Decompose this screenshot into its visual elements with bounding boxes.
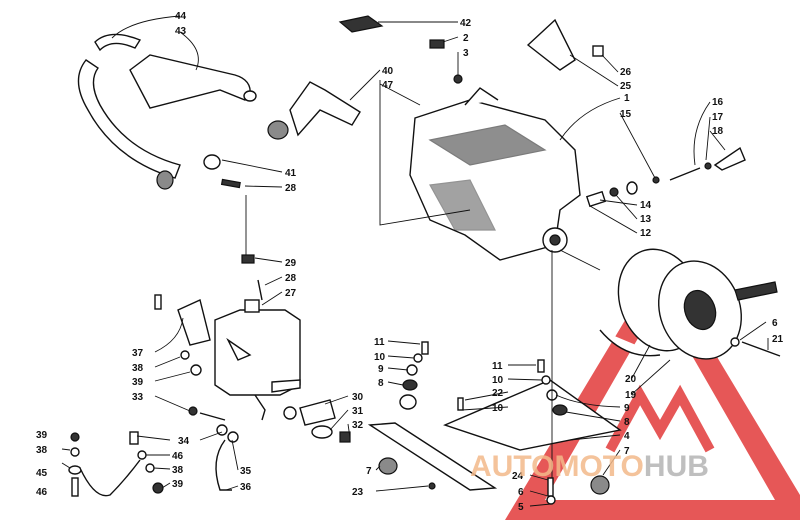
callout-36: 36 [240,482,252,493]
callout-28-b: 28 [285,273,297,284]
callout-45: 45 [36,468,48,479]
callout-18: 18 [712,126,724,137]
oil-line-fittings [188,399,351,491]
top-gaskets [338,15,463,84]
callout-5: 5 [518,502,524,513]
callout-40: 40 [382,66,394,77]
svg-text:AUTOMOTOHUB: AUTOMOTOHUB [470,450,709,483]
callout-labels: 44 43 42 2 3 26 25 1 15 16 17 18 40 47 4… [36,11,784,513]
callout-11: 11 [374,337,385,348]
callout-7-b: 7 [624,446,630,457]
callout-9-b: 9 [624,403,630,414]
callout-15: 15 [620,109,632,120]
callout-32: 32 [352,420,364,431]
recoil-starter [599,248,781,360]
callout-16: 16 [712,97,724,108]
watermark-logo [505,262,800,520]
callout-20: 20 [625,374,637,385]
callout-47: 47 [382,80,394,91]
callout-9: 9 [378,364,384,375]
callout-10: 10 [374,352,386,363]
callout-28: 28 [285,183,297,194]
callout-33: 33 [132,392,144,403]
callout-44: 44 [175,11,187,22]
callout-27: 27 [285,288,297,299]
callout-42: 42 [460,18,472,29]
callout-31: 31 [352,406,364,417]
callout-12: 12 [640,228,652,239]
exhaust-pipe [77,33,257,190]
watermark-part1: AUTO [470,450,554,483]
callout-39: 39 [132,377,144,388]
watermark-part2: MOTO [554,450,643,483]
callout-30: 30 [352,392,364,403]
watermark-part3: HUB [644,450,709,483]
callout-25: 25 [620,81,632,92]
callout-46-b: 46 [172,451,184,462]
callout-38: 38 [132,363,144,374]
callout-43: 43 [175,26,187,37]
callout-37: 37 [132,348,144,359]
engine-mount-right [457,359,610,505]
callout-8: 8 [378,378,384,389]
callout-11-b: 11 [492,361,503,372]
oil-tank [177,254,301,421]
callout-24: 24 [512,471,524,482]
callout-21: 21 [772,334,784,345]
top-bracket [526,18,604,71]
callout-6: 6 [518,487,524,498]
leader-lines [61,15,769,507]
callout-35: 35 [240,466,252,477]
callout-39-b: 39 [36,430,48,441]
callout-8-b: 8 [624,417,630,428]
callout-2: 2 [463,33,469,44]
callout-1: 1 [624,93,630,104]
callout-46: 46 [36,487,48,498]
callout-26: 26 [620,67,632,78]
callout-38-b: 38 [36,445,48,456]
manifold [203,81,361,189]
callout-6-b: 6 [772,318,778,329]
callout-39-c: 39 [172,479,184,490]
callout-23: 23 [352,487,364,498]
callout-29: 29 [285,258,297,269]
callout-14: 14 [640,200,652,211]
callout-17: 17 [712,112,724,123]
callout-34: 34 [178,436,190,447]
watermark-triangle-icon [505,262,800,520]
engine-block [409,87,581,261]
callout-3: 3 [463,48,469,59]
callout-19: 19 [625,390,637,401]
callout-4: 4 [624,431,630,442]
watermark-text: AUTOMOTOHUB [470,450,709,483]
callout-7: 7 [366,466,372,477]
side-fasteners [585,146,746,208]
callout-22: 22 [492,388,504,399]
callout-10-c: 10 [492,403,504,414]
callout-10-b: 10 [492,375,504,386]
callout-13: 13 [640,214,652,225]
left-hose-assembly [68,294,202,497]
engine-mount-left [367,341,622,491]
watermark-m-icon [605,384,715,453]
callout-41: 41 [285,168,297,179]
callout-38-c: 38 [172,465,184,476]
